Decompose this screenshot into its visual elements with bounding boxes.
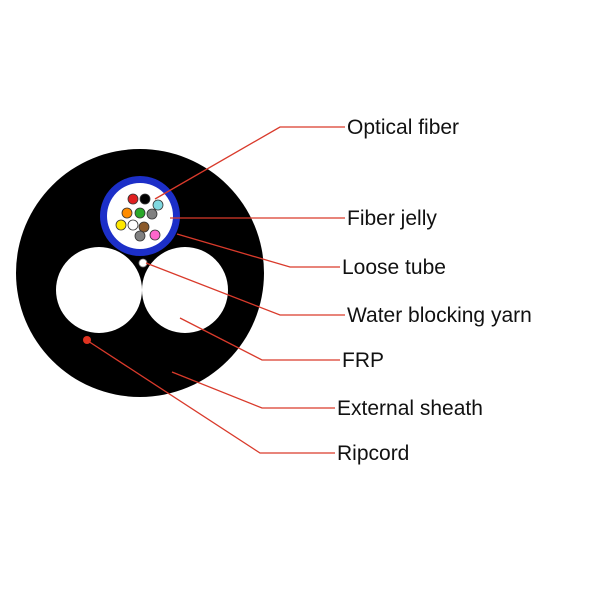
- optical-fiber: [139, 193, 151, 205]
- frp-right: [142, 247, 228, 333]
- leader-lines: [87, 126, 345, 454]
- label-fiber-jelly: Fiber jelly: [347, 207, 437, 230]
- leader-line-ripcord: [87, 340, 335, 454]
- leader-line-optical-fiber: [154, 126, 345, 200]
- water-blocking-yarn: [138, 258, 148, 268]
- label-water-blocking-yarn: Water blocking yarn: [347, 304, 532, 327]
- label-frp: FRP: [342, 349, 384, 372]
- optical-fiber: [152, 199, 164, 211]
- frp-left: [56, 247, 142, 333]
- label-loose-tube: Loose tube: [342, 256, 446, 279]
- optical-fiber: [149, 229, 161, 241]
- optical-fiber: [146, 208, 158, 220]
- leader-line-water-blocking-yarn: [145, 262, 345, 316]
- label-ripcord: Ripcord: [337, 442, 410, 465]
- optical-fiber: [138, 221, 150, 233]
- optical-fiber: [127, 193, 139, 205]
- optical-fiber: [134, 207, 146, 219]
- external-sheath: [16, 149, 264, 397]
- optical-fiber: [134, 230, 146, 242]
- label-optical-fiber: Optical fiber: [347, 116, 460, 139]
- leader-line-loose-tube: [176, 233, 340, 268]
- optical-fiber: [115, 219, 127, 231]
- optical-fibers: [115, 193, 164, 242]
- label-external-sheath: External sheath: [337, 397, 483, 420]
- optical-fiber: [121, 207, 133, 219]
- optical-fiber: [127, 219, 139, 231]
- leader-line-external-sheath: [171, 371, 335, 409]
- leader-line-frp: [179, 317, 340, 361]
